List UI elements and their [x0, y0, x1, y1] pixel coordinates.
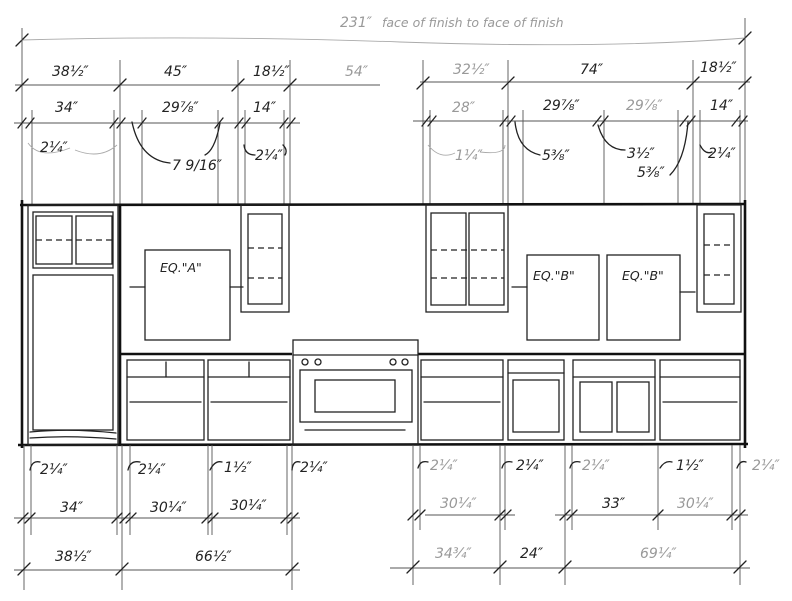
base-cabinets-left	[126, 359, 291, 441]
upper-dimension-row-1: 38½″ 45″ 18½″ 54″ 32½″ 74″ 18½″	[15, 60, 752, 205]
upper-dimension-row-2: 34″ 29⅞″ 14″ 28″ 29⅞″ 29⅞″ 14″	[14, 98, 748, 205]
lower-dimensions: 2¼″ 2¼″ 1½″ 2¼″ 2¼″ 2¼″ 2¼″ 1½″ 2¼″ 34″ …	[14, 445, 780, 590]
tall-pantry-cabinet	[27, 204, 119, 446]
window-label: EQ."A"	[160, 260, 202, 275]
callout: 2¼″	[138, 462, 166, 478]
dim-value: 38½″	[55, 549, 92, 565]
dim-value: 29⅞″	[543, 98, 580, 114]
dim-value: 29⅞″	[626, 98, 663, 114]
dim-value: 30¼″	[677, 496, 714, 512]
dim-value: 45″	[164, 64, 188, 80]
dim-value: 32½″	[453, 62, 490, 78]
window-b-2: EQ."B"	[606, 254, 696, 341]
window-a: EQ."A"	[129, 249, 244, 341]
window-label: EQ."B"	[622, 268, 664, 283]
base-cabinets-right	[572, 359, 741, 441]
dim-value: 29⅞″	[162, 100, 199, 116]
dim-value: 18½″	[700, 60, 737, 76]
callout: 7 9/16″	[172, 158, 223, 174]
overall-dimension-value: 231″	[340, 15, 373, 31]
callout: 2¼″	[300, 460, 328, 476]
dim-value: 54″	[345, 64, 369, 80]
dishwasher	[507, 359, 565, 441]
callout: 2¼″	[430, 458, 458, 474]
dim-value: 28″	[452, 100, 476, 116]
callout: 5⅜″	[637, 165, 665, 181]
dim-value: 34″	[55, 100, 79, 116]
callout: 5⅜″	[542, 148, 570, 164]
dim-value: 30¼″	[150, 500, 187, 516]
dim-value: 74″	[580, 62, 604, 78]
upper-cabinet-left	[240, 204, 290, 313]
callout: 2¼″	[582, 458, 610, 474]
dim-value: 30¼″	[230, 498, 267, 514]
callout: 1¼″	[455, 148, 483, 164]
dim-value: 14″	[710, 98, 734, 114]
dim-value: 38½″	[52, 64, 89, 80]
dim-value: 30¼″	[440, 496, 477, 512]
dim-value: 34¾″	[435, 546, 472, 562]
elevation: EQ."A" EQ."B" EQ."B"	[17, 200, 749, 448]
callout: 1½″	[676, 458, 704, 474]
callout: 2¼″	[40, 140, 68, 156]
callout: 2¼″	[708, 146, 736, 162]
range	[292, 339, 419, 446]
base-cabinet-center	[420, 359, 504, 441]
callout: 2¼″	[255, 148, 283, 164]
window-label: EQ."B"	[533, 268, 575, 283]
overall-dimension: 231″ face of finish to face of finish	[15, 15, 752, 205]
overall-dimension-note: face of finish to face of finish	[382, 15, 564, 30]
upper-callouts: 2¼″ 7 9/16″ 2¼″ 1¼″ 5⅜″ 3½″ 5⅜″ 2¼″	[27, 121, 736, 181]
callout: 3½″	[627, 146, 655, 162]
window-b-1: EQ."B"	[511, 254, 600, 341]
upper-cabinet-center	[425, 204, 509, 313]
dim-value: 24″	[520, 546, 544, 562]
dim-value: 34″	[60, 500, 84, 516]
callout: 2¼″	[516, 458, 544, 474]
callout: 2¼″	[752, 458, 780, 474]
upper-cabinet-right	[696, 204, 742, 313]
callout: 1½″	[224, 460, 252, 476]
dim-value: 33″	[602, 496, 626, 512]
callout: 2¼″	[40, 462, 68, 478]
dim-value: 69¼″	[640, 546, 677, 562]
dim-value: 14″	[253, 100, 277, 116]
dim-value: 66½″	[195, 549, 232, 565]
dim-value: 18½″	[253, 64, 290, 80]
